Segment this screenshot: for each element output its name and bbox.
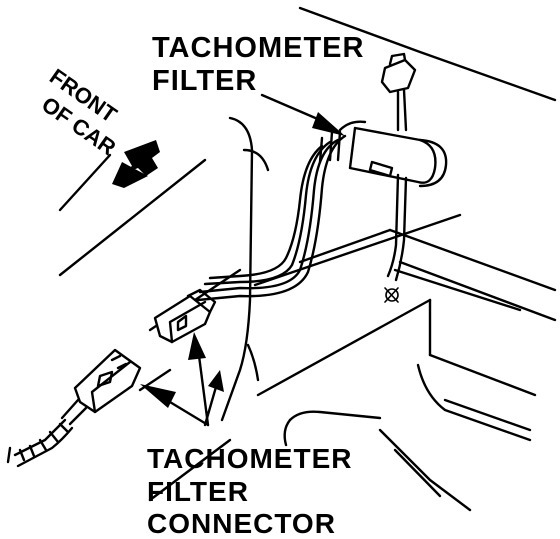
- filter-label-line2: FILTER: [152, 65, 257, 97]
- filter-side-connector: [153, 288, 217, 344]
- tach-side-connector: [6, 348, 142, 468]
- connector-label-line3: CONNECTOR: [147, 508, 336, 534]
- wire-harness: [196, 134, 347, 302]
- mounting-bolt: [380, 52, 417, 282]
- filter-label-line1: TACHOMETER: [152, 32, 364, 64]
- tachometer-filter: [318, 120, 448, 188]
- connector-label-line1: TACHOMETER: [147, 443, 352, 474]
- front-arrow: [112, 140, 160, 188]
- filter-pointer-arrow: [260, 93, 345, 136]
- connector-label-line2: FILTER: [147, 476, 249, 507]
- body-panels: [58, 6, 557, 512]
- connector-pointer-arrows: [140, 332, 224, 427]
